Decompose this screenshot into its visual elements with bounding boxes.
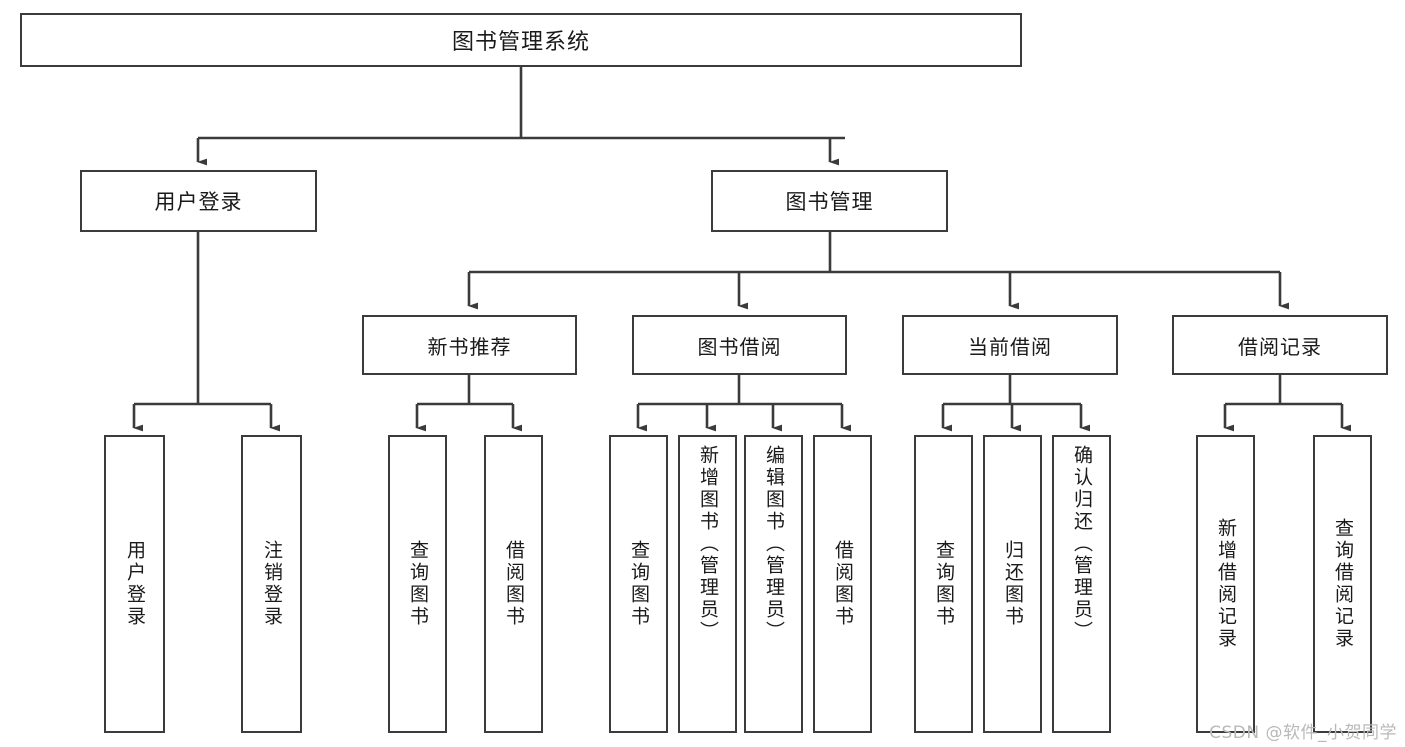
leaf-query-book-2-label: 查询图书: [628, 540, 650, 628]
leaf-add-book-admin-label: 新增图书（管理员）: [697, 445, 719, 643]
node-current-borrow[interactable]: 当前借阅: [902, 315, 1118, 375]
node-borrow-record-label: 借阅记录: [1238, 334, 1322, 359]
leaf-query-book-3[interactable]: 查询图书: [914, 435, 973, 733]
leaf-query-book-1-label: 查询图书: [407, 540, 429, 628]
leaf-logout-label: 注销登录: [261, 540, 283, 628]
leaf-add-borrow-record[interactable]: 新增借阅记录: [1196, 435, 1255, 733]
leaf-return-book-label: 归还图书: [1002, 540, 1024, 628]
leaf-user-login-label: 用户登录: [124, 540, 146, 628]
leaf-edit-book-admin[interactable]: 编辑图书（管理员）: [744, 435, 803, 733]
leaf-query-borrow-record[interactable]: 查询借阅记录: [1313, 435, 1372, 733]
node-book-borrow-label: 图书借阅: [697, 334, 782, 359]
leaf-query-book-1[interactable]: 查询图书: [388, 435, 447, 733]
node-root[interactable]: 图书管理系统: [20, 13, 1022, 67]
node-new-book-recommendation[interactable]: 新书推荐: [362, 315, 577, 375]
leaf-query-book-3-label: 查询图书: [933, 540, 955, 628]
leaf-borrow-book-1-label: 借阅图书: [503, 540, 525, 628]
node-current-borrow-label: 当前借阅: [968, 334, 1052, 359]
leaf-borrow-book-2-label: 借阅图书: [832, 540, 854, 628]
leaf-borrow-book-1[interactable]: 借阅图书: [484, 435, 543, 733]
leaf-return-book[interactable]: 归还图书: [983, 435, 1042, 733]
node-book-manage-label: 图书管理: [785, 190, 874, 214]
node-borrow-record[interactable]: 借阅记录: [1172, 315, 1388, 375]
leaf-confirm-return-admin[interactable]: 确认归还（管理员）: [1052, 435, 1111, 733]
leaf-confirm-return-admin-label: 确认归还（管理员）: [1071, 445, 1093, 643]
leaf-edit-book-admin-label: 编辑图书（管理员）: [763, 445, 785, 643]
leaf-query-book-2[interactable]: 查询图书: [609, 435, 668, 733]
watermark-text: CSDN @软件_小贺同学: [1209, 723, 1397, 743]
node-user-login-label: 用户登录: [154, 190, 243, 214]
leaf-user-login[interactable]: 用户登录: [104, 435, 165, 733]
node-user-login[interactable]: 用户登录: [80, 170, 317, 232]
node-book-borrow[interactable]: 图书借阅: [632, 315, 847, 375]
node-book-manage[interactable]: 图书管理: [711, 170, 948, 232]
leaf-add-book-admin[interactable]: 新增图书（管理员）: [678, 435, 737, 733]
node-new-book-recommendation-label: 新书推荐: [427, 334, 512, 359]
leaf-add-borrow-record-label: 新增借阅记录: [1215, 518, 1237, 650]
leaf-query-borrow-record-label: 查询借阅记录: [1332, 518, 1354, 650]
node-root-label: 图书管理系统: [451, 30, 590, 55]
leaf-borrow-book-2[interactable]: 借阅图书: [813, 435, 872, 733]
leaf-logout[interactable]: 注销登录: [241, 435, 302, 733]
